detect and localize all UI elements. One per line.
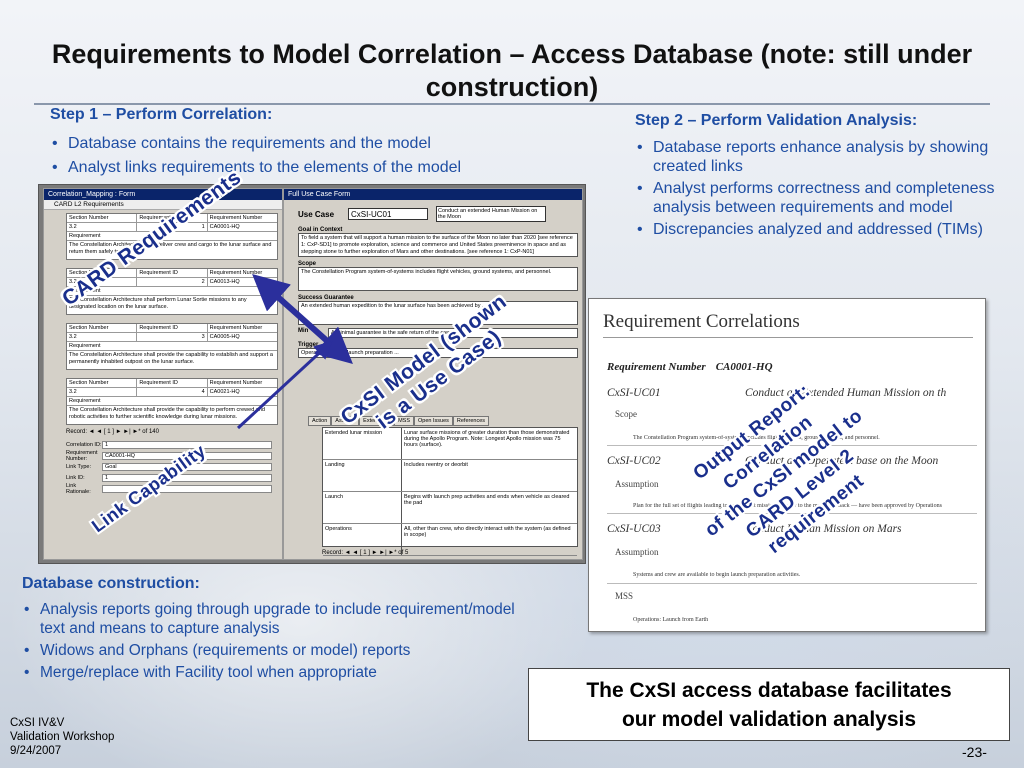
step2-bullets: Database reports enhance analysis by sho… (635, 138, 1010, 242)
link-panel: Correlation ID:1 Requirement Number:CA00… (52, 439, 282, 539)
footer-info: CxSI IV&V Validation Workshop 9/24/2007 (10, 716, 114, 758)
report-sub-label: Scope (615, 409, 637, 419)
form-window-title: Correlation_Mapping : Form (44, 189, 282, 200)
report-mss-text: Operations: Launch from Earth (633, 617, 709, 623)
tab-extensions[interactable]: Extensions (359, 416, 395, 426)
tab-open-issues[interactable]: Open Issues (414, 416, 453, 426)
report-divider (607, 513, 977, 514)
report-text: The Constellation Program system-of-syst… (633, 435, 880, 441)
title-divider (34, 103, 990, 105)
subform-title: CARD L2 Requirements (44, 200, 282, 210)
report-title-rule (603, 337, 973, 338)
footer-event: Validation Workshop (10, 731, 115, 743)
link-field-link-type[interactable]: Link Type:Goal (52, 461, 282, 472)
link-field-rationale[interactable]: Link Rationale: (52, 483, 282, 495)
link-field-requirement-number[interactable]: Requirement Number:CA0001-HQ (52, 450, 282, 462)
success-field[interactable]: An extended human expedition to the luna… (298, 301, 578, 325)
use-case-window-title: Full Use Case Form (284, 189, 582, 200)
requirement-correlations-report: Requirement Correlations Requirement Num… (588, 298, 986, 632)
tab-assump[interactable]: Assump (331, 416, 360, 426)
report-mss-label: MSS (615, 591, 634, 601)
correlation-mapping-form: Correlation_Mapping : Form CARD L2 Requi… (43, 188, 283, 560)
db-construction-bullets: Analysis reports going through upgrade t… (22, 600, 542, 685)
db-construction-heading: Database construction: (22, 575, 200, 592)
step1-heading: Step 1 – Perform Correlation: (50, 106, 273, 123)
report-text: Plan for the full set of flights leading… (633, 503, 942, 509)
page-number: -23- (962, 744, 987, 760)
link-field-correlation-id[interactable]: Correlation ID:1 (52, 439, 282, 450)
report-divider (607, 445, 977, 446)
minimal-label: Min (298, 328, 309, 334)
use-case-label: Use Case (298, 209, 335, 219)
step2-bullet: Database reports enhance analysis by sho… (635, 138, 1010, 176)
access-database-screenshot: Correlation_Mapping : Form CARD L2 Requi… (38, 184, 586, 564)
use-case-desc-field[interactable]: Conduct an extended Human Mission on the… (436, 206, 546, 222)
record-navigator[interactable]: Record: ◄ ◄ [ 1 ] ► ►| ►* of 140 (66, 429, 159, 435)
tab-mss[interactable]: MSS (394, 416, 414, 426)
footer-org: CxSI IV&V (10, 717, 65, 729)
goal-label: Goal in Context (298, 227, 343, 233)
report-divider (607, 583, 977, 584)
step1-bullets: Database contains the requirements and t… (50, 134, 610, 182)
step1-bullet: Analyst links requirements to the elemen… (50, 158, 610, 177)
link-field-link-id[interactable]: Link ID:1 (52, 472, 282, 483)
slide-title: Requirements to Model Correlation – Acce… (51, 39, 973, 102)
goal-field[interactable]: To field a system that will support a hu… (298, 233, 578, 257)
step1-bullet: Database contains the requirements and t… (50, 134, 610, 153)
use-case-id-field[interactable]: CxSI-UC01 (348, 208, 428, 220)
step2-bullet: Analyst performs correctness and complet… (635, 179, 1010, 217)
scope-label: Scope (298, 261, 317, 267)
report-title: Requirement Correlations (603, 311, 800, 332)
step2-heading: Step 2 – Perform Validation Analysis: (635, 112, 918, 129)
db-bullet: Widows and Orphans (requirements or mode… (22, 641, 542, 660)
report-sub-label: Assumption (615, 479, 659, 489)
db-bullet: Analysis reports going through upgrade t… (22, 600, 542, 638)
summary-callout: The CxSI access database facilitates our… (528, 668, 1010, 741)
report-sub-label: Assumption (615, 547, 659, 557)
db-bullet: Merge/replace with Facility tool when ap… (22, 663, 542, 682)
footer-date: 9/24/2007 (10, 745, 62, 757)
tab-references[interactable]: References (452, 416, 490, 426)
report-text: Systems and crew are available to begin … (633, 572, 801, 578)
use-case-form: Full Use Case Form Use Case CxSI-UC01 Co… (283, 188, 583, 560)
use-case-record-navigator[interactable]: Record: ◄ ◄ [ 1 ] ► ►| ►* of 5 (322, 550, 409, 556)
tab-action[interactable]: Action (308, 416, 332, 426)
scope-field[interactable]: The Constellation Program system-of-syst… (298, 267, 578, 291)
step2-bullet: Discrepancies analyzed and addressed (TI… (635, 220, 1010, 239)
